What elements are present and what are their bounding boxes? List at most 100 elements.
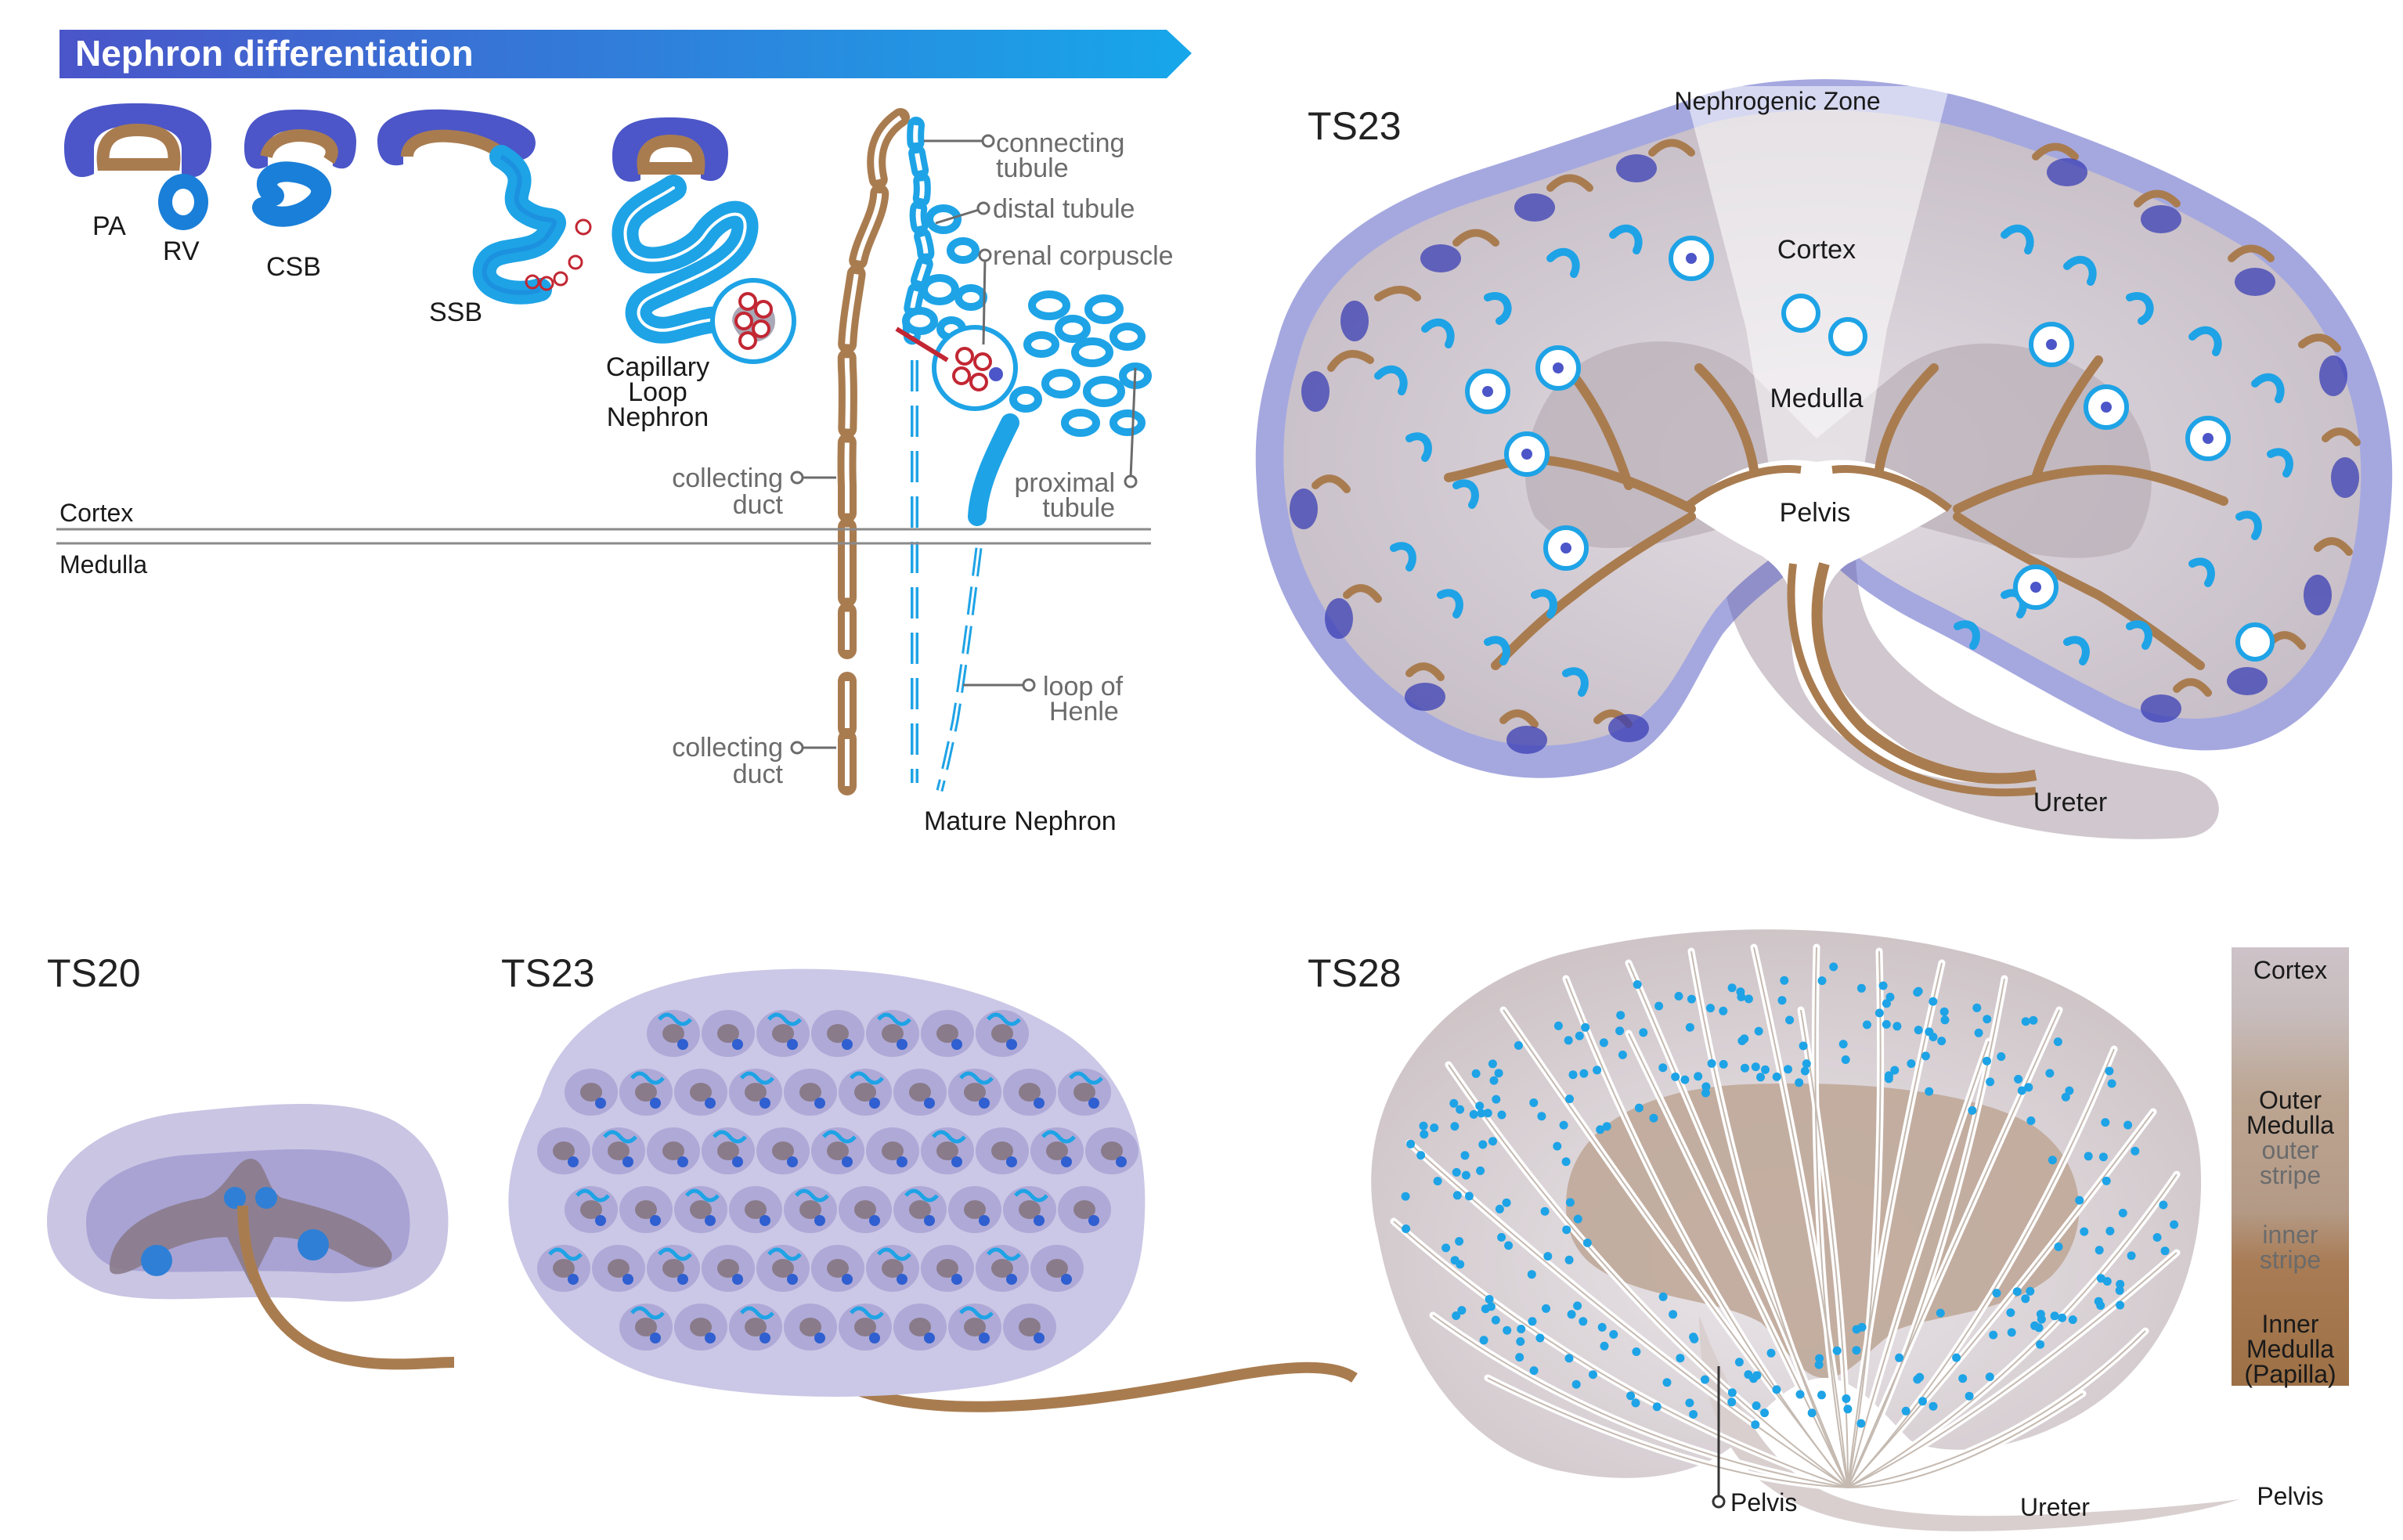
glomerulus-dot [2075,1196,2084,1205]
nephron-squiggle [603,1130,637,1144]
glomerulus-dot [1452,1311,1461,1320]
bar-inner-stripe-1: inner [2262,1221,2318,1249]
glomerulus-dot [1633,980,1642,989]
stage-capillary-loop: Capillary Loop Nephron [606,117,796,432]
nephron-squiggle [822,1130,857,1144]
glomerulus-dot [1564,1036,1573,1045]
glomerulus-dot [1985,1372,1994,1382]
ureteric-tip [882,1141,904,1160]
glomerulus-dot [1842,1394,1851,1403]
nephron-squiggle [740,1306,774,1320]
glomerulus-dot [1561,1157,1571,1167]
glomerulus-dot [2116,1300,2125,1310]
glomerulus-dot [1450,1122,1459,1131]
progenitor-dot [951,1156,962,1167]
glomerulus-dot [1589,1370,1597,1380]
progenitor-dot [1088,1098,1099,1109]
progenitor-dot [869,1333,880,1343]
collecting-duct-ray [1409,1142,1849,1488]
glomerulus-dot [1483,1109,1492,1118]
progenitor-dot [787,1039,798,1050]
glomerulus-dot [1494,1069,1503,1078]
glomerulus-dot [2061,1092,2070,1102]
glomerulus-dot [1737,992,1746,1001]
glomerulus-dot [1674,991,1683,1001]
glomerulus-dot [1553,1141,1562,1151]
glomerulus-dot [1741,1063,1749,1073]
ureteric-tip [1019,1318,1041,1336]
progenitor-dot [1088,1215,1099,1226]
label-zone-cortex: Cortex [60,499,133,527]
progenitor-dot [1061,1274,1072,1285]
glomerulus-dot [1559,1120,1568,1130]
label-collecting-2: collecting [672,733,783,763]
glomerulus-dot [1419,1121,1428,1131]
glomerulus-dot [1469,1109,1478,1119]
glomerulus-dot [1461,1170,1470,1180]
progenitor-dot [924,1333,935,1343]
ureteric-tip [690,1318,712,1336]
progenitor-dot [814,1098,825,1109]
glomerulus-dot [1582,1239,1592,1247]
label-ts28-ureter: Ureter [2020,1493,2090,1521]
glomerulus-dot [1689,1333,1698,1342]
progenitor-dot [814,1215,825,1226]
progenitor-dot [568,1274,579,1285]
bar-inner-stripe-2: stripe [2260,1246,2321,1274]
nephron-squiggle [713,1130,747,1144]
glomerulus-dot [1817,976,1827,986]
glomerulus-dot [2006,1308,2015,1318]
progenitor-dot [1006,1156,1017,1167]
bar-pelvis: Pelvis [2257,1482,2323,1510]
glomerulus-dot [1406,1139,1416,1149]
glomerulus-dot [1878,981,1888,990]
progenitor-dot [732,1156,743,1167]
glomerulus-dot [1756,1073,1765,1082]
glomerulus-dot [1658,1292,1668,1301]
progenitor-dot [732,1274,743,1285]
kidney-ts23-large: Nephrogenic Zone Cortex Medulla Pelvis U… [1255,79,2393,839]
ureteric-tip [799,1083,821,1102]
glomerulus-dot [1983,1056,1991,1066]
glomerulus-dot [1486,1302,1496,1311]
nephron-squiggle [548,1247,583,1261]
glomerulus-dot [1892,1022,1902,1031]
label-tubule-2: tubule [1042,493,1115,523]
glomerulus-dot [1452,1191,1462,1200]
progenitor-dot [650,1098,661,1109]
glomerulus-dot [1573,1214,1582,1224]
stage-ssb: SSB [377,109,592,327]
glomerulus-dot [1752,1401,1761,1410]
label-tubule-1: tubule [996,153,1069,183]
nephron-squiggle [959,1071,994,1085]
glomerulus-dot [1476,1166,1485,1175]
glomerulus-dot [1918,1397,1927,1406]
glomerulus-dot [1452,1167,1461,1177]
glomerulus-dot [1777,996,1787,1005]
glomerulus-dot [1751,1420,1760,1430]
nephron-squiggle [850,1071,884,1085]
glomerulus-dot [1772,1385,1781,1394]
glomerulus-dot [1680,1075,1690,1084]
glomerulus-dot [1817,1390,1826,1400]
glomerulus-dot [1895,1353,1904,1362]
glomerulus-dot [1450,1256,1459,1265]
glomerulus-dot [1537,1112,1546,1121]
glomerulus-dot [1727,1388,1737,1398]
nephron-squiggle [1041,1130,1076,1144]
glomerulus-dot [1632,1347,1641,1356]
collecting-duct-ray [1814,947,1849,1488]
glomerulus-dot [2170,1220,2179,1229]
nephron-squiggle [630,1306,665,1320]
glomerulus-dot [1936,1308,1945,1318]
nephron-squiggle [987,1012,1021,1026]
glomerulus-dot [1914,1026,1923,1035]
nephron-squiggle [795,1188,829,1203]
glomerulus-dot [1685,1398,1694,1408]
glomerulus-dot [1986,1077,1995,1087]
glomerulus-dot [1761,1065,1770,1074]
glomerulus-dot [1807,1408,1817,1418]
label-collecting-1: collecting [672,463,783,493]
progenitor-dot [1061,1156,1072,1167]
glomerulus-dot [1401,1192,1410,1201]
